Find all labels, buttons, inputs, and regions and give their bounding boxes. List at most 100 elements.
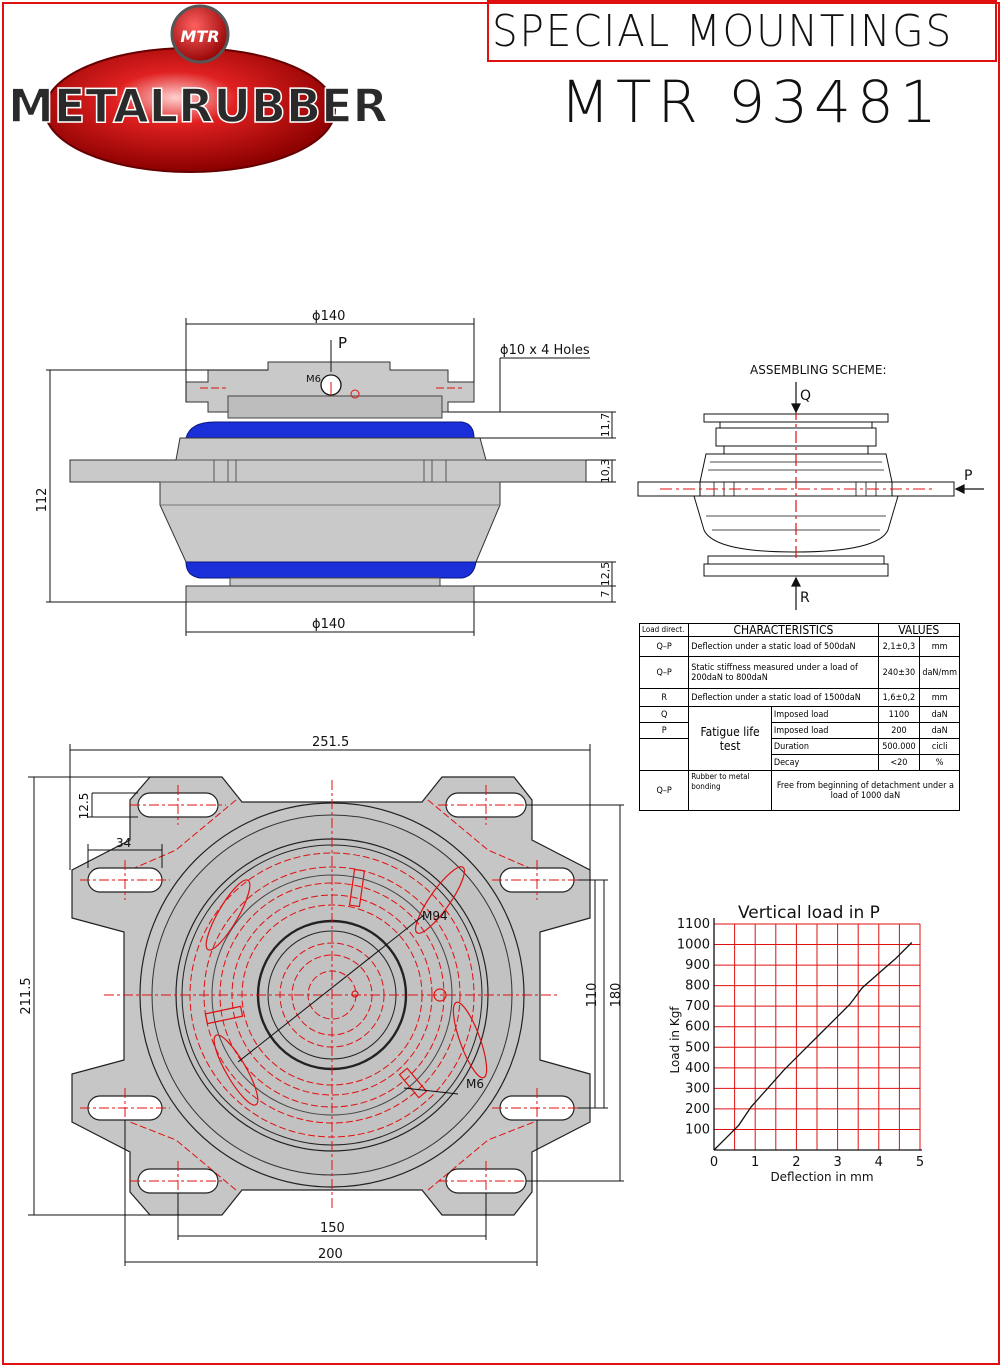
fatigue-row-value: <20 bbox=[877, 754, 921, 771]
table-row: Duration 500.000 cicli bbox=[638, 738, 960, 771]
header-values: VALUES bbox=[877, 623, 961, 637]
chart-x-axis-label: Deflection in mm bbox=[770, 1170, 873, 1184]
dim-top-diameter: ϕ140 bbox=[312, 309, 345, 324]
dim-34: 34 bbox=[116, 836, 131, 850]
assembling-r-label: R bbox=[800, 590, 810, 606]
fatigue-row-value: 1100 bbox=[877, 706, 921, 723]
chart-y-tick-label: 300 bbox=[685, 1081, 710, 1096]
dim-12-5-side: 12,5 bbox=[599, 562, 612, 587]
fatigue-row-label: Imposed load bbox=[770, 706, 879, 723]
thread-label-m6: M6 bbox=[306, 374, 321, 385]
table-row: Q–P Static stiffness measured under a lo… bbox=[638, 656, 960, 689]
fatigue-row-value: 200 bbox=[877, 722, 921, 739]
fatigue-row-label: Duration bbox=[770, 738, 879, 755]
chart-grid bbox=[713, 918, 922, 1151]
row-value: 240±30 bbox=[877, 656, 921, 689]
plan-view-drawing: 251.5 211.5 12.5 34 M94 M6 110 180 150 2… bbox=[19, 735, 624, 1266]
chart-x-tick-label: 0 bbox=[710, 1155, 718, 1170]
row-direction: R bbox=[638, 688, 690, 707]
row-value: 2,1±0,3 bbox=[877, 636, 921, 657]
chart-y-tick-label: 900 bbox=[685, 958, 710, 973]
product-family-title: SPECIAL MOUNTINGS bbox=[492, 6, 953, 57]
dim-200: 200 bbox=[318, 1247, 343, 1262]
dim-m94: M94 bbox=[422, 909, 448, 923]
chart-y-tick-label: 800 bbox=[685, 979, 710, 994]
chart-y-tick-label: 500 bbox=[685, 1040, 710, 1055]
fatigue-row-unit: cicli bbox=[919, 738, 960, 755]
row-direction: Q–P bbox=[638, 636, 690, 657]
chart-y-tick-label: 100 bbox=[685, 1122, 710, 1137]
chart-x-tick-label: 3 bbox=[833, 1155, 841, 1170]
load-arrow-p-label: P bbox=[338, 334, 347, 352]
row-unit: mm bbox=[919, 636, 960, 657]
header-load-direction: Load direct. bbox=[638, 623, 690, 637]
bond-label: Rubber to metal bonding bbox=[688, 770, 772, 811]
chart-x-tick-label: 1 bbox=[751, 1155, 759, 1170]
fatigue-direction-p: P bbox=[638, 722, 690, 739]
row-value: 1,6±0,2 bbox=[877, 688, 921, 707]
chart-y-tick-label: 1100 bbox=[677, 917, 710, 932]
table-row: P Imposed load 200 daN bbox=[638, 722, 960, 739]
chart-y-tick-label: 400 bbox=[685, 1061, 710, 1076]
row-direction: Q–P bbox=[638, 656, 690, 689]
dim-211-5: 211.5 bbox=[19, 977, 34, 1014]
row-unit: daN/mm bbox=[919, 656, 960, 689]
chart-x-tick-label: 4 bbox=[875, 1155, 883, 1170]
chart-x-tick-label: 2 bbox=[792, 1155, 800, 1170]
table-row: Q–P Rubber to metal bonding Free from be… bbox=[638, 770, 961, 811]
fatigue-row-unit: daN bbox=[919, 706, 960, 723]
bond-text: Free from beginning of detachment under … bbox=[770, 770, 961, 811]
fatigue-label: Fatigue life test bbox=[688, 706, 772, 771]
chart-x-tick-label: 5 bbox=[916, 1155, 924, 1170]
header-characteristics: CHARACTERISTICS bbox=[688, 623, 879, 637]
fatigue-row-unit: daN bbox=[919, 722, 960, 739]
row-characteristic: Deflection under a static load of 1500da… bbox=[688, 688, 879, 707]
dim-bottom-diameter: ϕ140 bbox=[312, 617, 345, 632]
fatigue-row-label: Imposed load bbox=[770, 722, 879, 739]
table-row: Q Fatigue life test Imposed load 1100 da… bbox=[638, 706, 960, 771]
assembling-p-label: P bbox=[964, 468, 972, 484]
chart-series-line bbox=[713, 942, 913, 1151]
dim-180: 180 bbox=[609, 983, 624, 1008]
fatigue-row-label: Decay bbox=[770, 754, 879, 771]
fatigue-direction-q: Q bbox=[638, 706, 690, 723]
dim-m6-plan: M6 bbox=[466, 1077, 484, 1091]
table-row: Q–P Deflection under a static load of 50… bbox=[638, 636, 960, 657]
chart-y-tick-label: 600 bbox=[685, 1020, 710, 1035]
dim-110: 110 bbox=[585, 983, 600, 1008]
dim-11-7: 11,7 bbox=[599, 413, 612, 438]
dim-holes-label: ϕ10 x 4 Holes bbox=[500, 343, 590, 358]
chart-y-tick-label: 1000 bbox=[677, 938, 710, 953]
fatigue-row-unit: % bbox=[919, 754, 960, 771]
assembling-q-label: Q bbox=[800, 388, 811, 404]
row-characteristic: Deflection under a static load of 500daN bbox=[688, 636, 879, 657]
chart-series bbox=[713, 942, 913, 1151]
bond-direction: Q–P bbox=[638, 770, 690, 811]
table-header-row: Load direct. CHARACTERISTICS VALUES bbox=[638, 623, 961, 637]
assembling-scheme-drawing: ASSEMBLING SCHEME: Q P R bbox=[637, 363, 984, 610]
chart-title: Vertical load in P bbox=[738, 903, 880, 923]
fatigue-direction-empty bbox=[638, 738, 690, 771]
dim-150: 150 bbox=[320, 1221, 345, 1236]
dim-height: 112 bbox=[35, 488, 50, 513]
metalrubber-logo: MTR METALRUBBER bbox=[7, 4, 389, 173]
title-box bbox=[487, 0, 997, 62]
chart-y-tick-label: 200 bbox=[685, 1102, 710, 1117]
vertical-load-chart: Vertical load in P Load in Kgf Deflectio… bbox=[668, 903, 924, 1184]
dim-12-5-plan: 12.5 bbox=[77, 793, 91, 820]
logo-badge-text: MTR bbox=[180, 27, 219, 46]
dim-10-3: 10,3 bbox=[599, 459, 612, 484]
side-view-drawing: ϕ140 ϕ140 ϕ10 x 4 Holes P M6 112 11,7 10… bbox=[35, 309, 616, 636]
dim-251-5: 251.5 bbox=[312, 735, 349, 750]
characteristics-table: Load direct. CHARACTERISTICS VALUES Q–P … bbox=[638, 623, 961, 811]
logo-wordmark: METALRUBBER bbox=[8, 79, 388, 133]
dim-7: 7 bbox=[599, 591, 612, 598]
row-unit: mm bbox=[919, 688, 960, 707]
product-code-title: MTR 93481 bbox=[560, 68, 943, 136]
assembling-title: ASSEMBLING SCHEME: bbox=[750, 363, 887, 377]
chart-y-axis-label: Load in Kgf bbox=[668, 1006, 682, 1074]
table-row: R Deflection under a static load of 1500… bbox=[638, 688, 960, 707]
